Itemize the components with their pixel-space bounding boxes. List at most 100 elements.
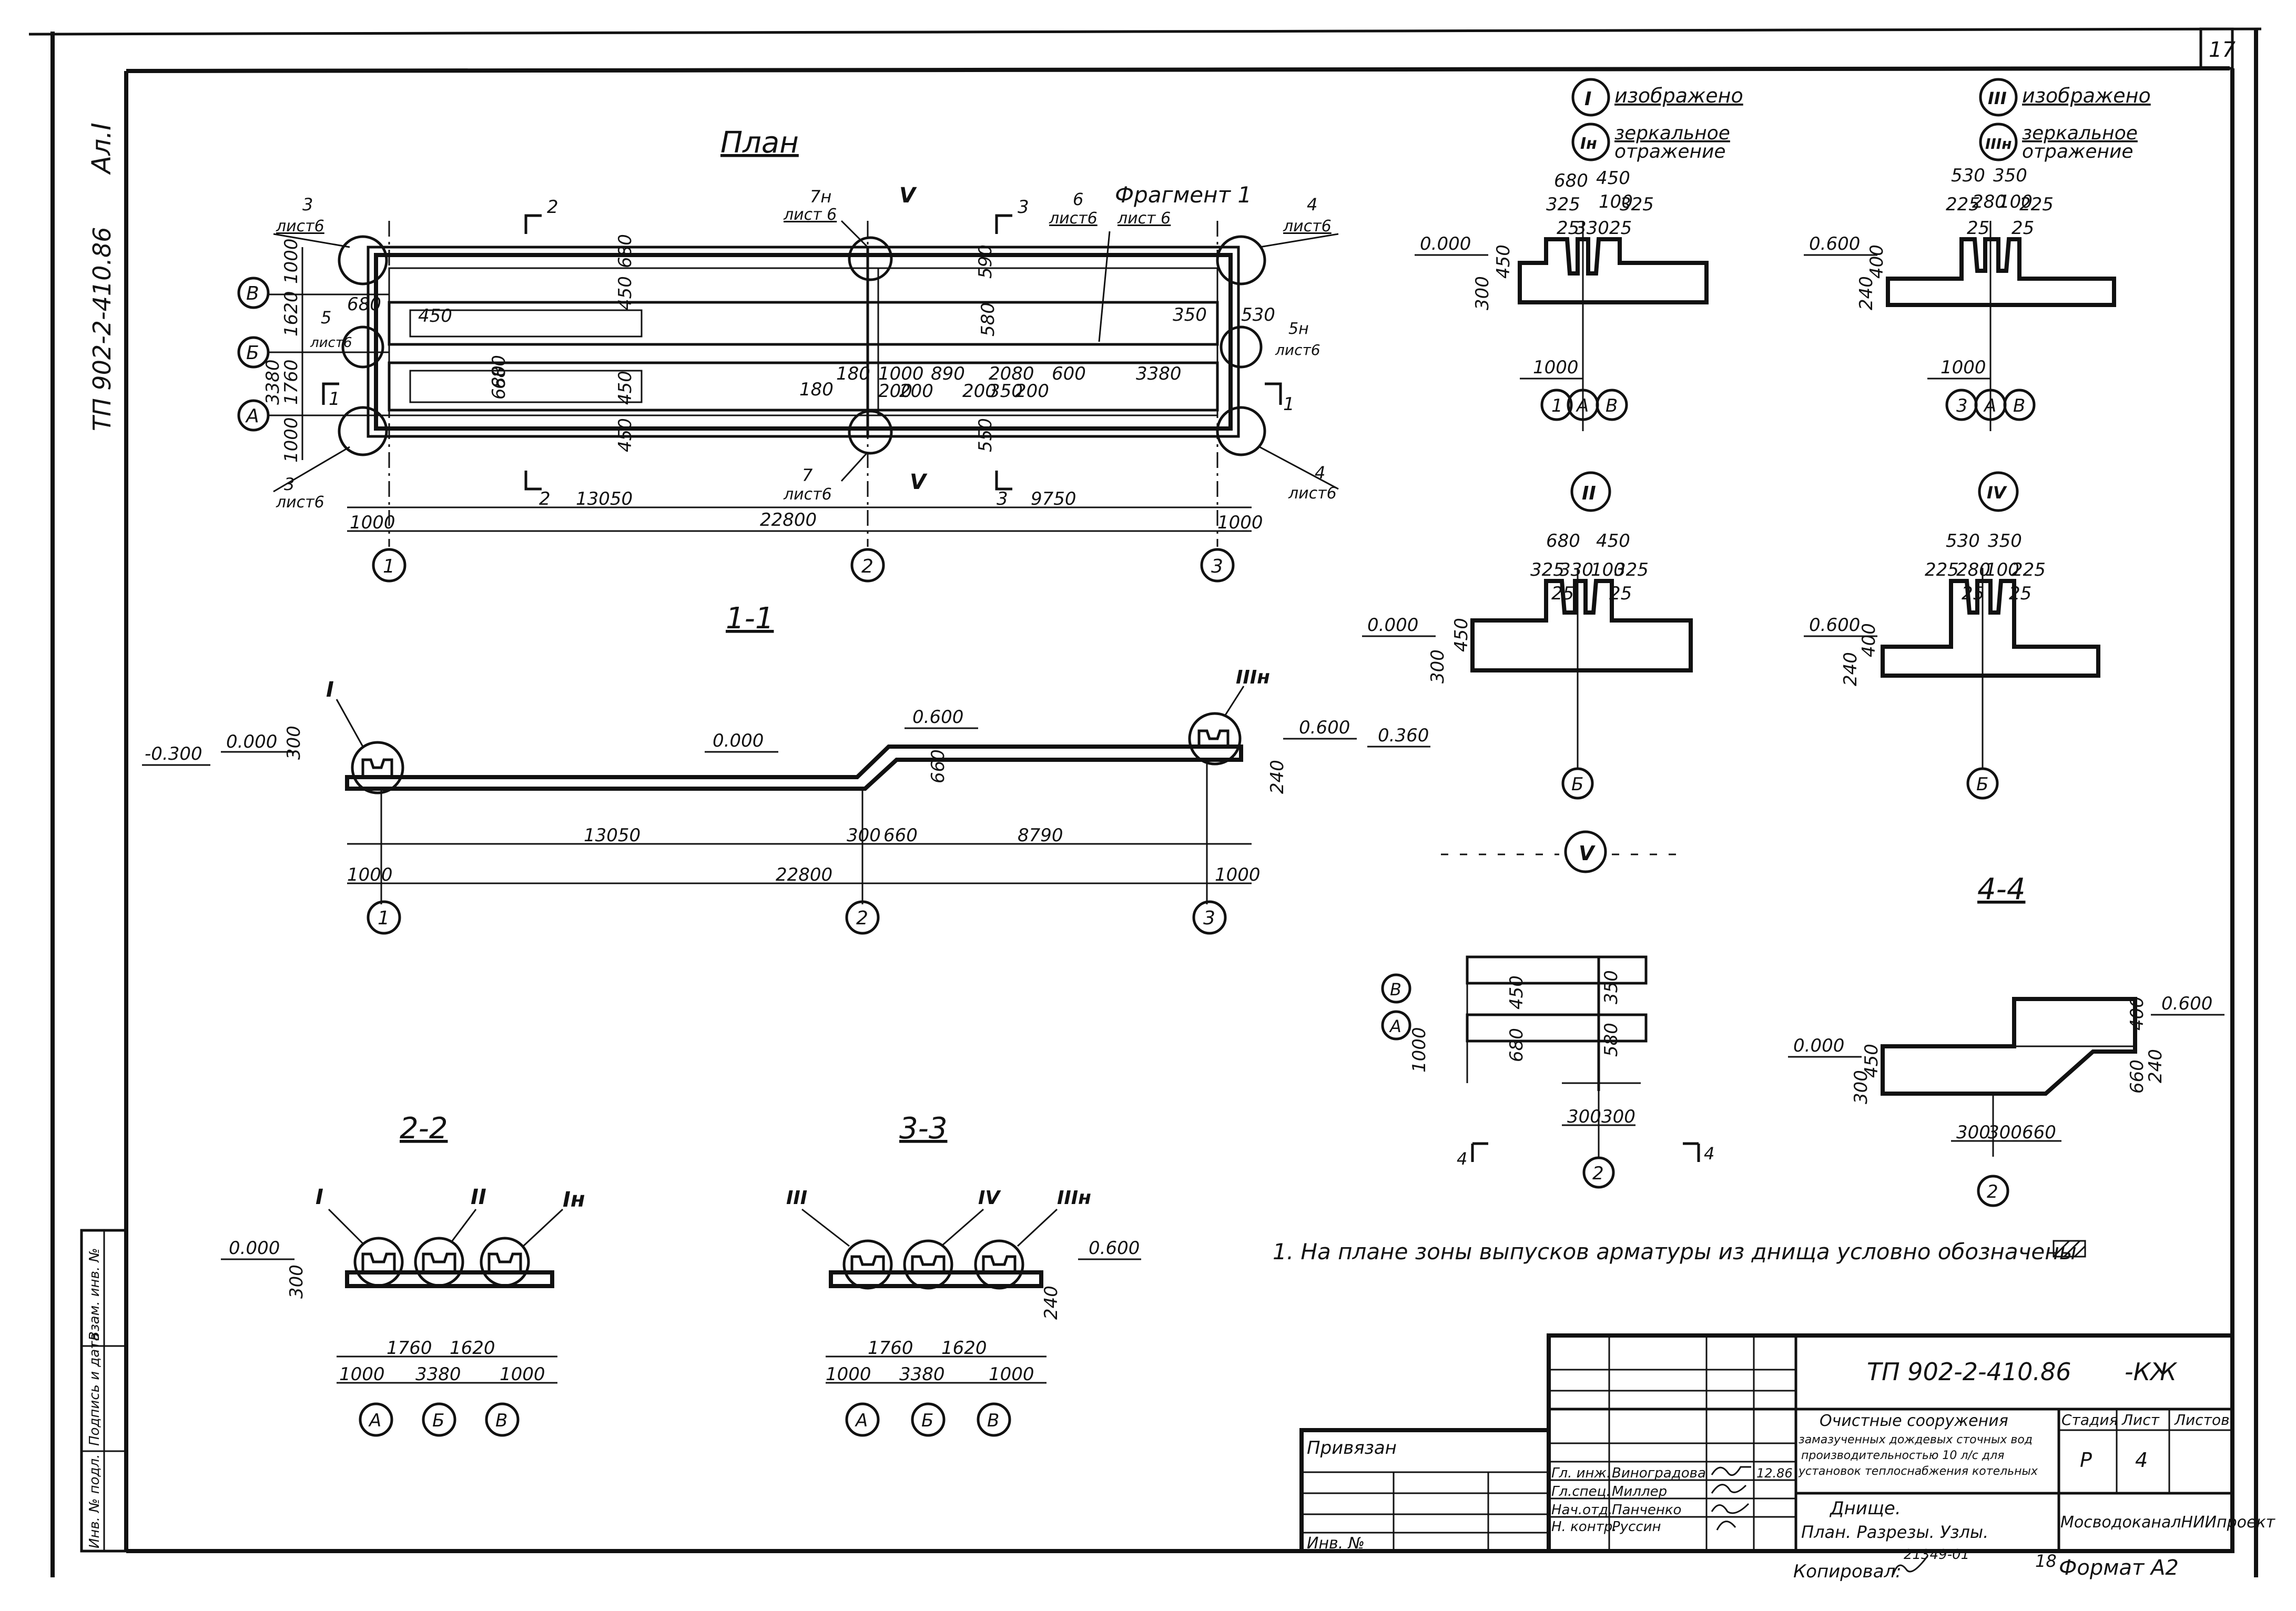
nodeV-vert-1000: 1000: [1409, 1027, 1430, 1073]
plan-callout-4-top-num: 4: [1307, 195, 1317, 215]
tb-object-1: замазученных дождевых сточных вод: [1799, 1433, 2033, 1446]
sec33-dim-1000-right: 1000: [989, 1364, 1034, 1385]
plan-inner-dim-25: 580: [978, 302, 999, 337]
tb-code: ТП 902-2-410.86: [1867, 1358, 2071, 1386]
nodeV-vert-350: 350: [1601, 970, 1622, 1004]
plan-callout-7n-sheet: лист 6: [783, 206, 837, 224]
sec33-level: 0.600: [1089, 1238, 1140, 1259]
tb-mark: -КЖ: [2125, 1358, 2178, 1386]
tb-role-0: Гл. инж.: [1551, 1465, 1611, 1481]
nodeIII-mid-280: 280: [1972, 191, 2006, 212]
tb-name-1: Миллер: [1612, 1484, 1667, 1500]
nodeIII-small-25a: 25: [1967, 218, 1989, 239]
tb-copied: Копировал:: [1793, 1561, 1902, 1582]
sec11-dim-vert-240: 240: [1267, 760, 1288, 794]
tb-name-0: Виноградова: [1612, 1465, 1706, 1481]
plan-dim-left-1000-bot: 1000: [281, 417, 302, 463]
nodeIII-top-350: 350: [1993, 165, 2027, 186]
sec11-node-I: I: [326, 678, 334, 702]
plan-axis-col-1: 1: [383, 556, 395, 577]
plan-axis-col-2: 2: [861, 556, 873, 577]
plan-inner-dim-11: 350: [1173, 304, 1207, 325]
nodeIII-mid-100: 100: [1998, 191, 2033, 212]
plan-inner-dim-1: 680: [347, 294, 381, 315]
plan-inner-dim-15: 200: [962, 381, 997, 402]
tb-page: 18: [2035, 1551, 2057, 1571]
sec11-dim-660: 660: [883, 825, 918, 846]
sec44-level-0000: 0.000: [1793, 1035, 1844, 1056]
nodeII-mid-330: 330: [1559, 559, 1593, 580]
plan-inner-dim-19: 590: [975, 244, 996, 279]
section-2-2: 2-2 I II Iн 0.000 300 1760 1620 1000 338…: [221, 1112, 585, 1437]
nodeV-vert-450: 450: [1506, 975, 1527, 1010]
sec44-vert-450: 450: [1861, 1044, 1882, 1078]
nodeIV-mid-225b: 225: [2011, 559, 2046, 580]
plan-inner-dim-23: 680: [489, 365, 510, 400]
sec22-node-II: II: [471, 1185, 486, 1209]
sec33-dim-1620: 1620: [941, 1338, 987, 1359]
plan-inner-dim-10: 600: [1052, 363, 1086, 384]
plan-sec-mark-3-bot: 3: [997, 488, 1008, 509]
nodeIII-vert-240: 240: [1856, 276, 1877, 310]
plan-callout-5-sheet: лист6: [310, 335, 352, 351]
plan-callout-3-top-num: 3: [302, 195, 313, 215]
sheet-frame: 17: [28, 27, 2262, 1577]
sec11-level-0600-right: 0.600: [1299, 717, 1350, 738]
sec11-dim-22800: 22800: [776, 864, 832, 885]
side-code: Ал.I ТП 902-2-410.86: [86, 123, 117, 431]
section-1-1: 1-1 I IIIн -0.300 0.000 0.000 0.600 0.60…: [142, 601, 1430, 935]
plan-dim-bottom-22800: 22800: [760, 509, 817, 531]
tb-object-3: установок теплоснабжения котельных: [1798, 1465, 2038, 1478]
sec11-dim-vert-300: 300: [283, 726, 304, 760]
plan-callout-6-sheet: лист6: [1049, 209, 1098, 228]
node-V: V В А 450 680 1000 350 580 300 300 4 4 2: [1381, 830, 1714, 1189]
sec22-axis-b: Б: [432, 1410, 444, 1431]
plan-dim-left-1000-top: 1000: [281, 238, 302, 284]
nodeII-vert-450: 450: [1451, 618, 1472, 652]
plan-inner-dim-3: 450: [615, 276, 636, 310]
nodeI-level: 0.000: [1420, 233, 1471, 254]
tb-order: 21349-01: [1904, 1547, 1969, 1563]
plan-callout-3-bot-num: 3: [284, 474, 294, 494]
sec22-dim-1760: 1760: [387, 1338, 432, 1359]
nodeV-bottom-300a: 300: [1567, 1106, 1601, 1127]
nodeIII-mid-225b: 225: [2019, 194, 2054, 215]
plan-sec-mark-1-left: 1: [329, 389, 340, 410]
tb-col-stage: Стадия: [2061, 1411, 2118, 1429]
sec44-vert-400: 400: [2127, 996, 2148, 1031]
node-III: III изображено IIIн зеркальное отражение…: [1804, 78, 2151, 431]
sec44-vert-240: 240: [2145, 1049, 2166, 1083]
strip-inv: Инв. № подл.: [87, 1454, 103, 1548]
strip-sign: Подпись и дата: [87, 1333, 103, 1446]
nodeI-text3: отражение: [1614, 141, 1726, 162]
plan-inner-dim-6: 450: [615, 371, 636, 405]
sec22-dim-1000-left: 1000: [339, 1364, 385, 1385]
nodeIII-text1: изображено: [2022, 84, 2151, 107]
tb-role-2: Нач.отд.: [1551, 1502, 1612, 1518]
plan-inner-dim-5: 680: [489, 355, 510, 389]
tb-role-1: Гл.спец.: [1551, 1484, 1611, 1500]
tb-copier-signature: [1892, 1556, 1928, 1575]
sec22-dim-1000-right: 1000: [500, 1364, 545, 1385]
sec11-dim-8790: 8790: [1018, 825, 1063, 846]
nodeI-text2: зеркальное: [1614, 123, 1730, 144]
nodeI-small-25b: 25: [1609, 218, 1632, 239]
tb-role-3: Н. контр.: [1551, 1519, 1617, 1535]
nodeII-mark: II: [1582, 483, 1596, 504]
tb-name-2: Панченко: [1612, 1502, 1681, 1518]
tb-date: 12.86: [1756, 1466, 1793, 1481]
nodeI-text1: изображено: [1614, 84, 1743, 107]
nodeIV-small-25a: 25: [1962, 583, 1984, 604]
sec33-axis-b: Б: [921, 1410, 933, 1431]
plan-sec-mark-2-bot: 2: [539, 488, 551, 509]
nodeIII-text2: зеркальное: [2022, 123, 2138, 144]
nodeI-small-25a: 25: [1557, 218, 1579, 239]
plan-inner-dim-14: 200: [899, 381, 933, 402]
node-I: I изображено Iн зеркальное отражение 680…: [1415, 78, 1743, 431]
plan-dim-bottom-13050: 13050: [576, 488, 633, 509]
plan-dim-left-3380: 3380: [262, 359, 283, 405]
sec33-axis-v: В: [987, 1410, 999, 1431]
tb-signature-0: [1711, 1466, 1751, 1476]
nodeI-mid-325b: 325: [1620, 194, 1654, 215]
plan-inner-dim-2: 450: [418, 305, 452, 327]
